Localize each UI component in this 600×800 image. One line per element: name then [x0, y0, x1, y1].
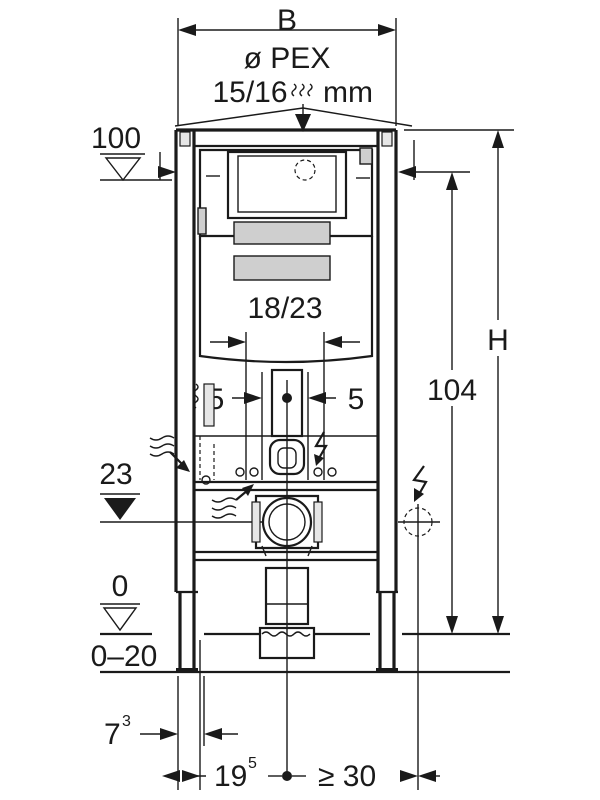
label-level-23: 23 [99, 458, 132, 491]
water-connection [201, 438, 337, 485]
label-offset-right: 5 [348, 383, 365, 416]
label-dim-7: 7 [104, 718, 121, 751]
floor-lines [100, 632, 510, 674]
electric-icon [314, 431, 328, 466]
dim-h [404, 129, 514, 634]
label-level-0: 0 [112, 570, 129, 603]
water-wave-icon [291, 83, 313, 97]
label-floor-range: 0–20 [91, 640, 158, 673]
level-marker-23 [100, 493, 262, 523]
level-marker-100 [100, 140, 470, 182]
dim-5-5 [232, 372, 336, 480]
flush-wave-icon [211, 484, 254, 519]
dim-18-23 [210, 332, 360, 480]
label-height-h: H [487, 324, 509, 357]
flush-pipe [270, 368, 304, 780]
dim-b [177, 18, 397, 126]
label-pipe-size: 15/16 [212, 76, 287, 109]
drain-pipe [258, 566, 316, 660]
mounting-frame [174, 128, 398, 673]
cistern [197, 147, 374, 364]
label-b: B [277, 4, 297, 37]
socket-electric-icon [398, 465, 440, 790]
label-dim-19: 19 [214, 760, 247, 793]
level-marker-0 [100, 603, 140, 632]
pipe-arrow [174, 104, 413, 132]
dim-104 [446, 172, 458, 634]
dim-19-5 [162, 770, 440, 782]
spring-element [193, 383, 215, 480]
label-pipe-unit: mm [323, 76, 373, 109]
label-dim-7-sup: 3 [122, 713, 131, 730]
label-dim-min-30: ≥ 30 [318, 760, 376, 793]
label-dim-104: 104 [427, 374, 477, 407]
label-pipe-type: ø PEX [244, 42, 331, 75]
label-dim-19-sup: 5 [248, 755, 257, 772]
label-level-100: 100 [91, 122, 141, 155]
drain-connection [251, 494, 323, 557]
water-supply-icon [149, 435, 190, 472]
label-box-width: 18/23 [247, 292, 322, 325]
